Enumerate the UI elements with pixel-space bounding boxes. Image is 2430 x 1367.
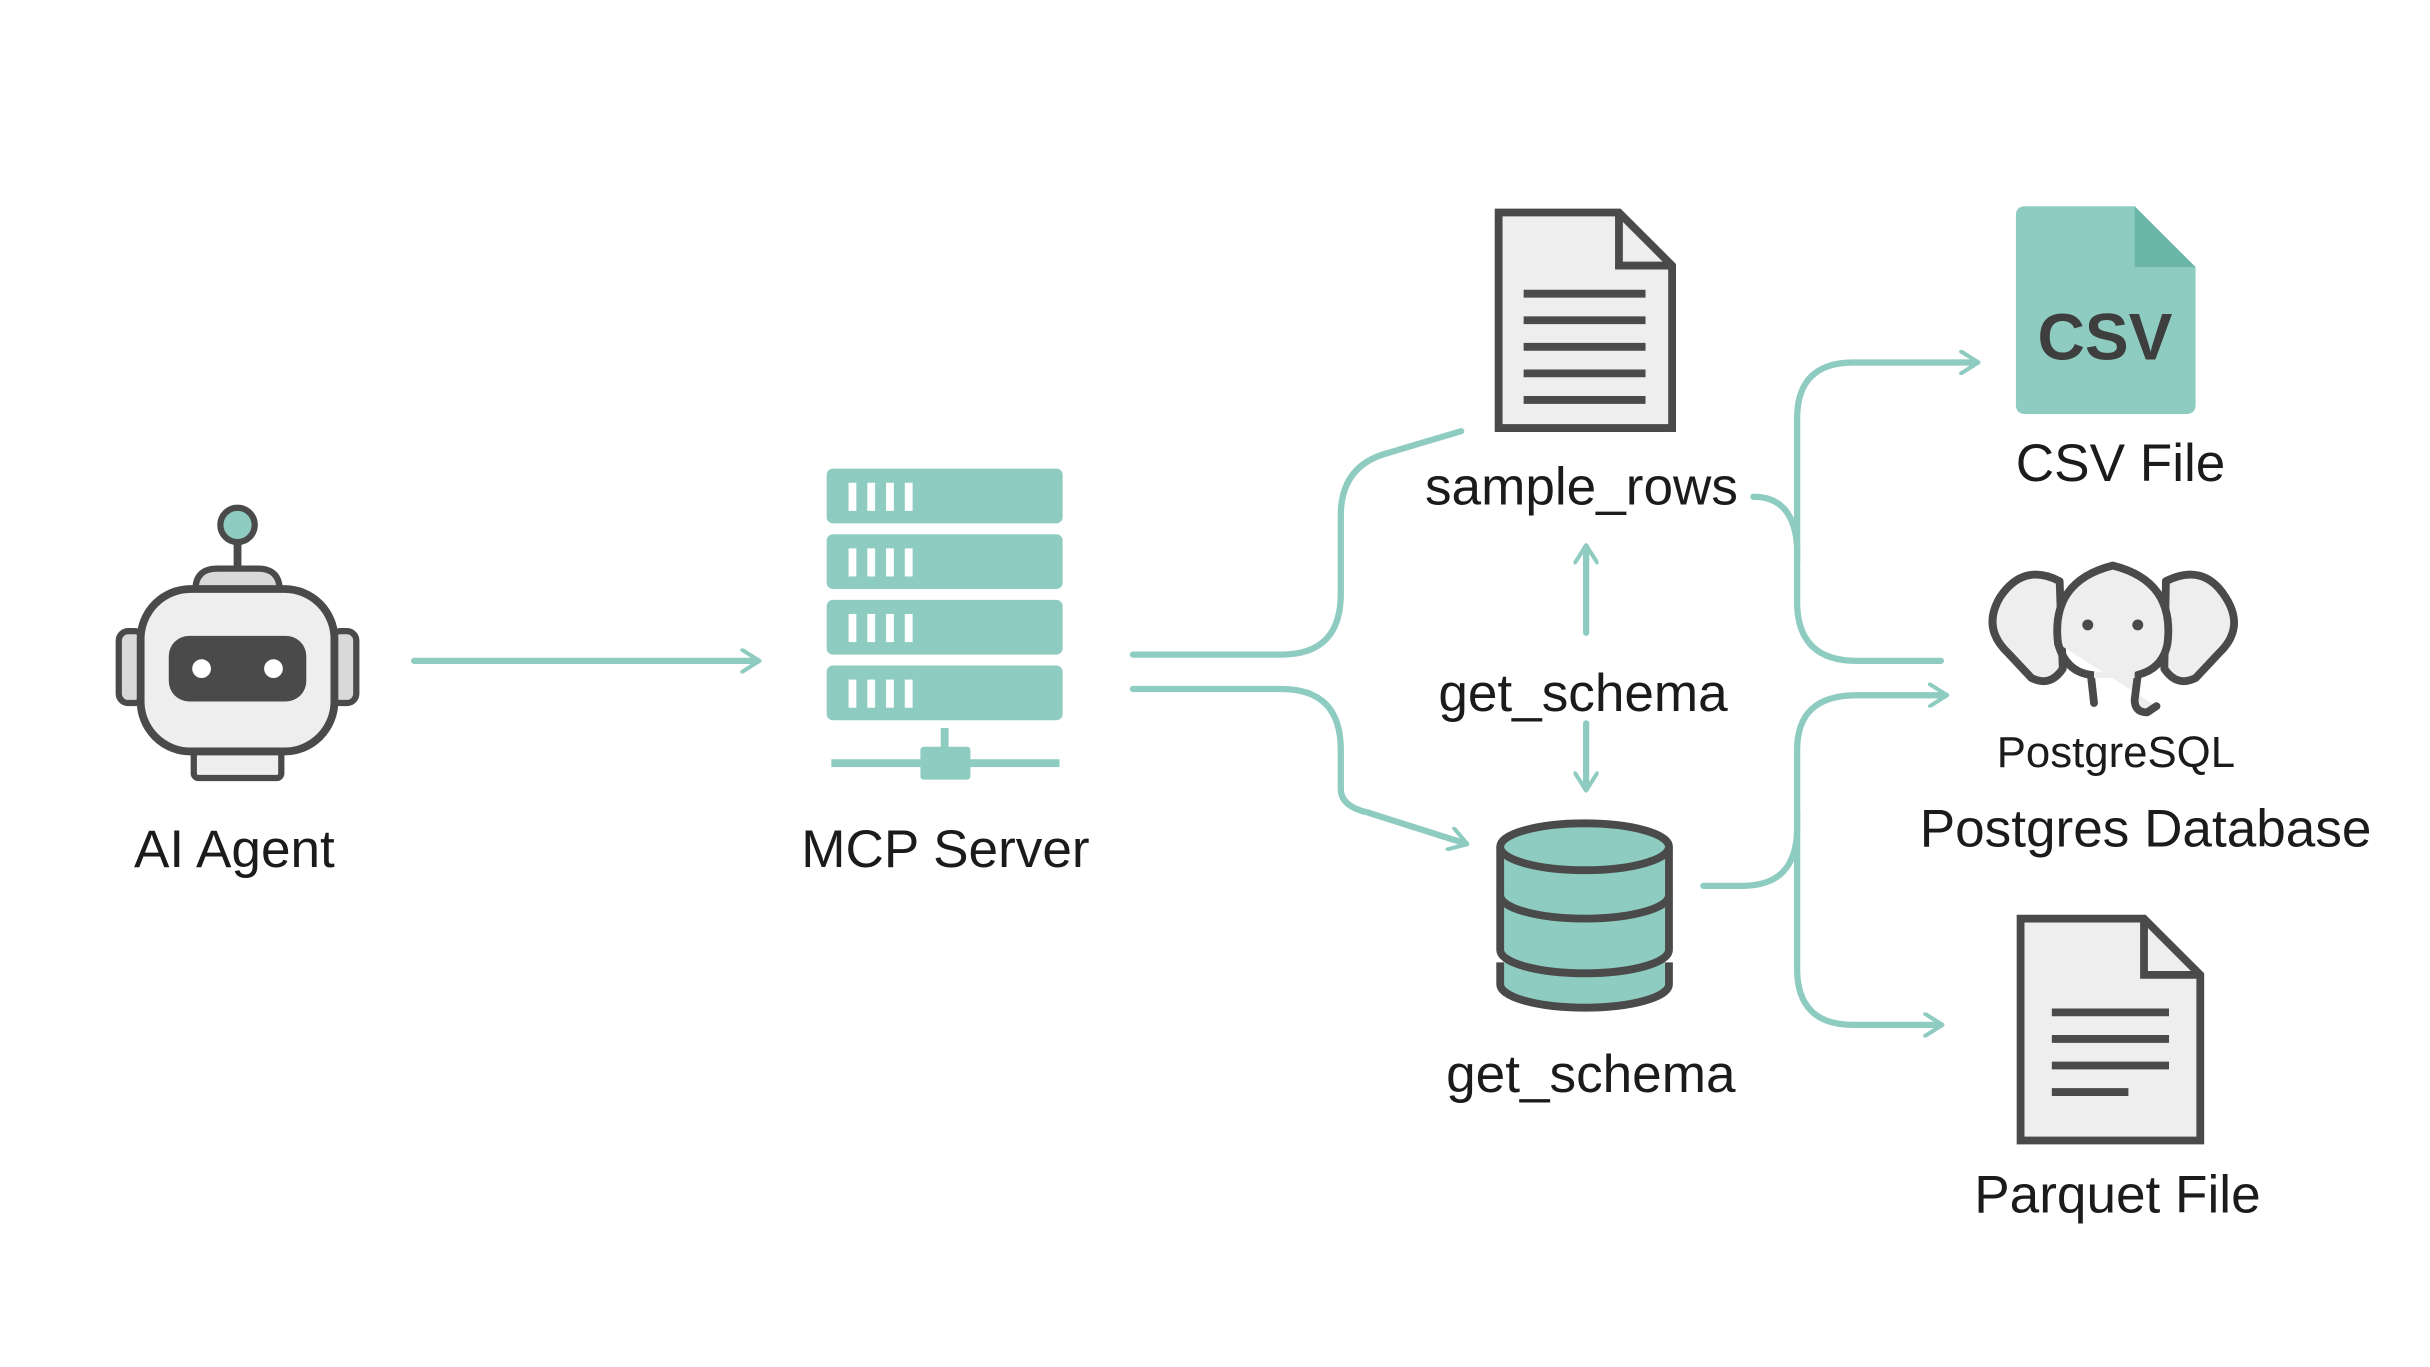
mcp-server-label: MCP Server xyxy=(801,820,1089,879)
server-to-sample-rows-line xyxy=(1129,428,1465,658)
postgres-node: PostgreSQL Postgres Database xyxy=(1920,561,2372,859)
parquet-file-node: Parquet File xyxy=(1974,914,2261,1224)
postgres-database-label: Postgres Database xyxy=(1920,800,2372,859)
parquet-file-label: Parquet File xyxy=(1974,1165,2260,1224)
sample-rows-to-postgres-line xyxy=(1750,493,1944,664)
connectors xyxy=(410,362,1977,1024)
document-icon xyxy=(1494,208,1676,432)
postgresql-logo-text: PostgreSQL xyxy=(1997,728,2235,777)
csv-file-label: CSV File xyxy=(2016,434,2226,493)
get-schema-label: get_schema xyxy=(1446,1045,1736,1104)
get-schema-node: get_schema xyxy=(1446,819,1736,1104)
ai-agent-node: AI Agent xyxy=(115,504,360,879)
sample-rows-to-csv-arrow xyxy=(1793,362,1977,566)
csv-file-node: CSV CSV File xyxy=(2015,206,2226,493)
csv-file-icon: CSV xyxy=(2015,206,2196,415)
document-icon xyxy=(2016,914,2205,1145)
get-schema-to-postgres-arrow xyxy=(1700,695,1945,889)
sample-rows-label: sample_rows xyxy=(1425,458,1738,517)
database-icon xyxy=(1496,819,1673,1012)
middle-get-schema-label: get_schema xyxy=(1438,664,1728,723)
server-rack-icon xyxy=(826,468,1063,780)
robot-icon xyxy=(115,504,360,782)
sample-rows-node: sample_rows xyxy=(1425,208,1738,517)
get-schema-to-parquet-arrow xyxy=(1793,809,1941,1024)
csv-badge-text: CSV xyxy=(2037,300,2172,373)
mcp-server-node: MCP Server xyxy=(801,468,1090,879)
server-to-get-schema-arrow xyxy=(1129,685,1466,844)
ai-agent-label: AI Agent xyxy=(134,820,335,879)
postgres-elephant-icon xyxy=(1988,561,2238,717)
